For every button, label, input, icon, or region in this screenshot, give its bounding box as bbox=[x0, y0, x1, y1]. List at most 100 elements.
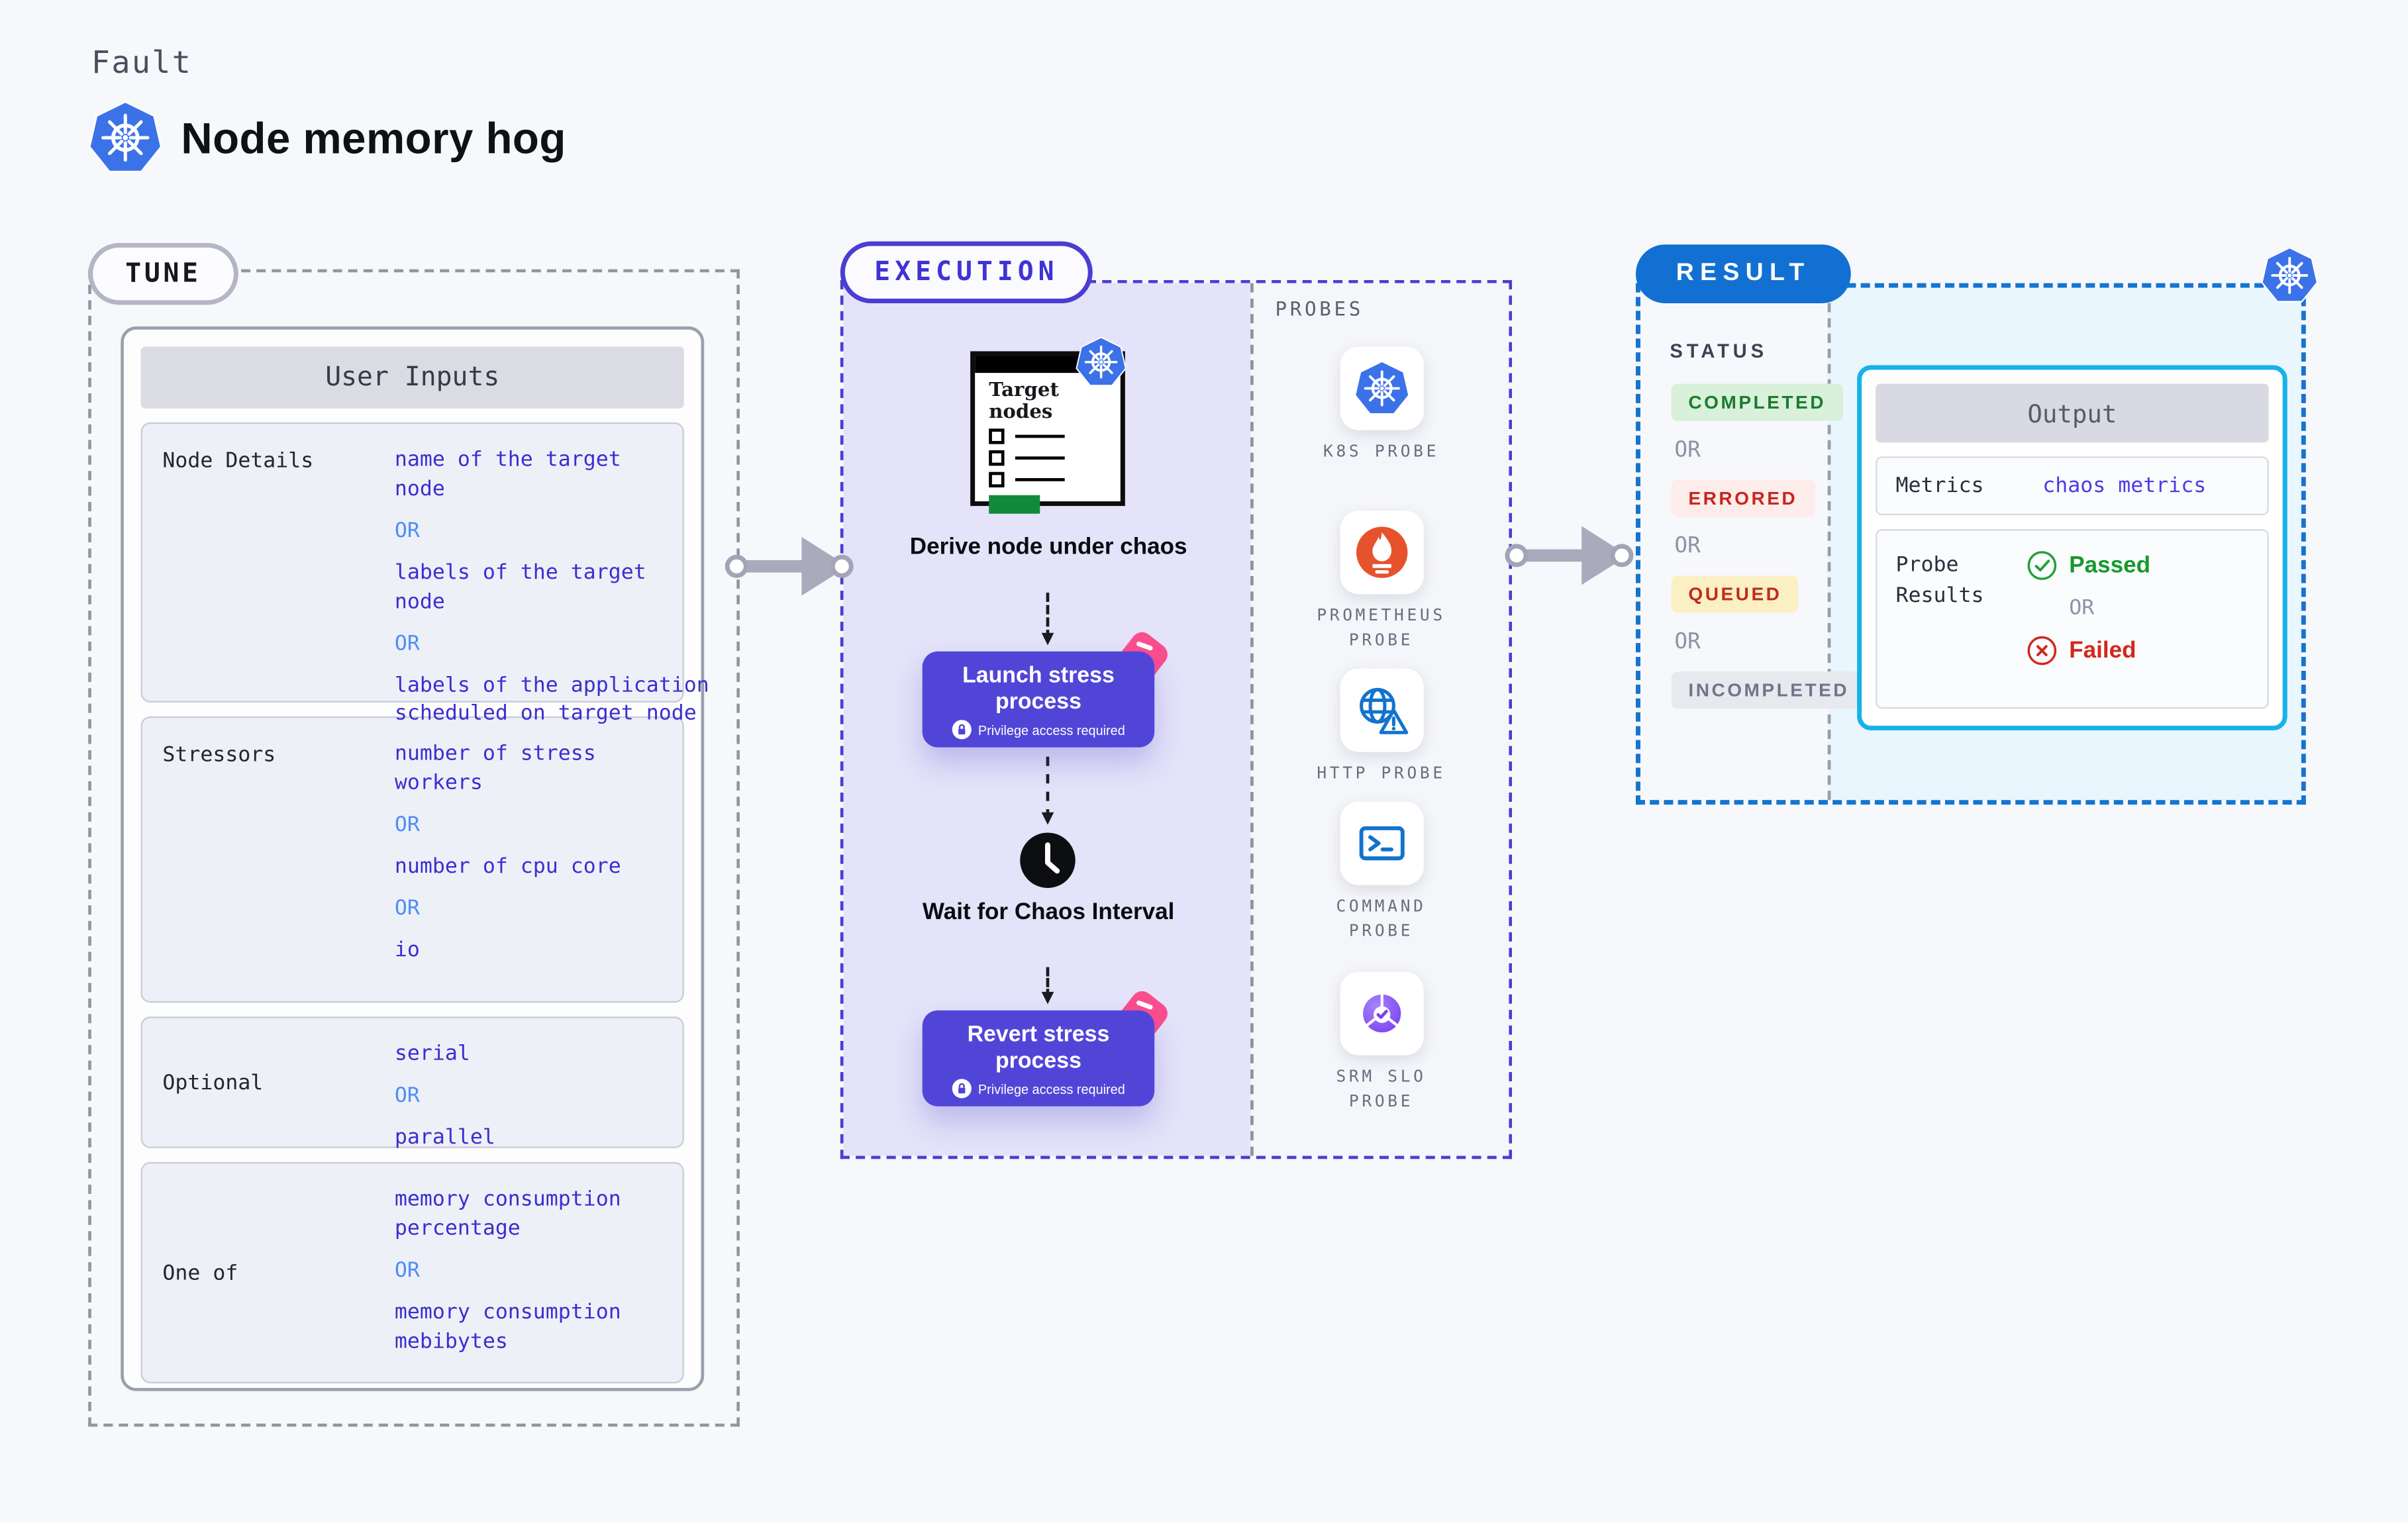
row-label: Node Details bbox=[162, 448, 314, 474]
failed-line: Failed bbox=[2026, 634, 2150, 667]
status-column: COMPLETED OR ERRORED OR QUEUED OR INCOMP… bbox=[1671, 383, 1866, 709]
probe-k8s: K8S PROBE bbox=[1254, 346, 1509, 465]
prometheus-icon bbox=[1353, 524, 1409, 580]
input-option: number of cpu core bbox=[394, 854, 621, 879]
or-separator: OR bbox=[1674, 534, 1701, 559]
flow-connector bbox=[1040, 592, 1054, 646]
or-separator: OR bbox=[394, 812, 420, 837]
user-inputs-header: User Inputs bbox=[140, 346, 684, 409]
row-node-details: Node Details name of the target node OR … bbox=[140, 422, 709, 726]
or-separator: OR bbox=[394, 630, 420, 656]
status-badge-completed: COMPLETED bbox=[1671, 383, 1843, 421]
row-values: serial OR parallel bbox=[394, 1018, 676, 1150]
privilege-note: Privilege access required bbox=[923, 720, 1155, 740]
step-title: Launch stress process bbox=[962, 663, 1115, 714]
kubernetes-icon bbox=[2261, 246, 2318, 305]
status-badge-incompleted: INCOMPLETED bbox=[1671, 671, 1866, 709]
lock-icon bbox=[952, 1079, 972, 1099]
kubernetes-icon bbox=[88, 99, 162, 177]
status-heading: STATUS bbox=[1670, 340, 1768, 362]
probe-label: SRM SLO PROBE bbox=[1336, 1067, 1427, 1111]
input-option: memory consumption mebibytes bbox=[394, 1299, 621, 1353]
lock-icon bbox=[952, 720, 972, 740]
row-label: One of bbox=[162, 1260, 238, 1285]
privilege-note-text: Privilege access required bbox=[978, 722, 1125, 738]
execution-flow-area: Target nodes Derive node under chaos Lau… bbox=[843, 283, 1251, 1156]
execution-badge: EXECUTION bbox=[840, 241, 1093, 304]
input-option: labels of the application scheduled on t… bbox=[394, 672, 709, 726]
row-label: Optional bbox=[162, 1069, 264, 1095]
input-option: memory consumption percentage bbox=[394, 1187, 621, 1241]
probe-card bbox=[1339, 346, 1423, 430]
input-option: number of stress workers bbox=[394, 741, 596, 795]
result-badge: RESULT bbox=[1635, 244, 1851, 304]
probe-label: PROMETHEUS PROBE bbox=[1317, 607, 1446, 650]
row-values: memory consumption percentage OR memory … bbox=[395, 1163, 676, 1381]
probe-srm-slo: SRM SLO PROBE bbox=[1254, 971, 1509, 1114]
checkbox-icon bbox=[989, 471, 1005, 487]
privilege-note-text: Privilege access required bbox=[978, 1081, 1125, 1097]
step-title: Revert stress process bbox=[967, 1022, 1110, 1073]
row-label: Stressors bbox=[162, 742, 276, 768]
node-list-item bbox=[989, 471, 1121, 487]
output-box: Output Metrics chaos metrics Probe Resul… bbox=[1857, 365, 2287, 730]
or-separator: OR bbox=[394, 1083, 420, 1108]
node-line bbox=[1015, 456, 1065, 459]
node-line bbox=[1015, 477, 1065, 481]
probe-label: HTTP PROBE bbox=[1317, 764, 1446, 783]
result-panel: STATUS COMPLETED OR ERRORED OR QUEUED OR… bbox=[1635, 283, 2306, 805]
metrics-label: Metrics bbox=[1895, 473, 1984, 499]
probe-http: HTTP PROBE bbox=[1254, 668, 1509, 787]
input-option: name of the target node bbox=[394, 447, 621, 501]
probe-card bbox=[1339, 971, 1423, 1056]
selected-node-bar bbox=[989, 494, 1040, 513]
probe-results-values: Passed OR Failed bbox=[2026, 550, 2150, 707]
tune-badge: TUNE bbox=[88, 242, 238, 305]
target-nodes-title: Target nodes bbox=[989, 377, 1059, 422]
metrics-value: chaos metrics bbox=[2042, 473, 2207, 499]
privilege-note: Privilege access required bbox=[923, 1079, 1155, 1099]
node-list-item bbox=[989, 449, 1121, 466]
node-line bbox=[1015, 434, 1065, 438]
row-optional: Optional serial OR parallel bbox=[140, 1016, 684, 1150]
probe-results-row: Probe Results Passed OR Failed bbox=[1876, 529, 2269, 709]
wait-interval-label: Wait for Chaos Interval bbox=[922, 899, 1175, 926]
input-option: parallel bbox=[394, 1124, 495, 1150]
or-separator: OR bbox=[1674, 630, 1701, 655]
globe-warning-icon bbox=[1353, 683, 1409, 738]
or-separator: OR bbox=[394, 1257, 420, 1283]
probes-area: PROBES K8S PROBE PROMETHEUS PROBE HTTP P… bbox=[1250, 283, 1509, 1156]
row-one-of: One of memory consumption percentage OR … bbox=[140, 1161, 684, 1384]
status-badge-errored: ERRORED bbox=[1671, 479, 1815, 517]
fault-eyebrow: Fault bbox=[91, 43, 193, 81]
flow-connector bbox=[1040, 967, 1054, 1005]
x-circle-icon bbox=[2026, 634, 2058, 667]
or-separator: OR bbox=[394, 895, 420, 920]
slo-gauge-check-icon bbox=[1353, 986, 1409, 1042]
tune-panel: User Inputs Node Details name of the tar… bbox=[88, 269, 740, 1427]
output-header: Output bbox=[1876, 383, 2269, 443]
input-option: io bbox=[394, 937, 420, 962]
input-option: labels of the target node bbox=[394, 560, 646, 614]
probe-label: K8S PROBE bbox=[1323, 442, 1440, 462]
flow-connector bbox=[1040, 756, 1054, 825]
tune-to-execution-arrow bbox=[725, 532, 854, 601]
probes-heading: PROBES bbox=[1275, 297, 1364, 320]
probe-card bbox=[1339, 511, 1423, 595]
status-badge-queued: QUEUED bbox=[1671, 575, 1799, 613]
probe-card bbox=[1339, 801, 1423, 885]
node-list-item bbox=[989, 428, 1121, 444]
clock-icon bbox=[1019, 831, 1078, 890]
launch-stress-step: Launch stress process Privilege access r… bbox=[922, 651, 1155, 748]
or-separator: OR bbox=[394, 518, 420, 543]
probe-label: COMMAND PROBE bbox=[1336, 897, 1427, 941]
checkbox-icon bbox=[989, 449, 1005, 466]
check-circle-icon bbox=[2026, 550, 2058, 582]
probe-prometheus: PROMETHEUS PROBE bbox=[1254, 511, 1509, 654]
probe-command: COMMAND PROBE bbox=[1254, 801, 1509, 944]
kubernetes-icon bbox=[1353, 360, 1409, 416]
metrics-row: Metrics chaos metrics bbox=[1876, 456, 2269, 516]
page-title: Node memory hog bbox=[181, 114, 566, 163]
kubernetes-icon bbox=[1076, 336, 1127, 388]
